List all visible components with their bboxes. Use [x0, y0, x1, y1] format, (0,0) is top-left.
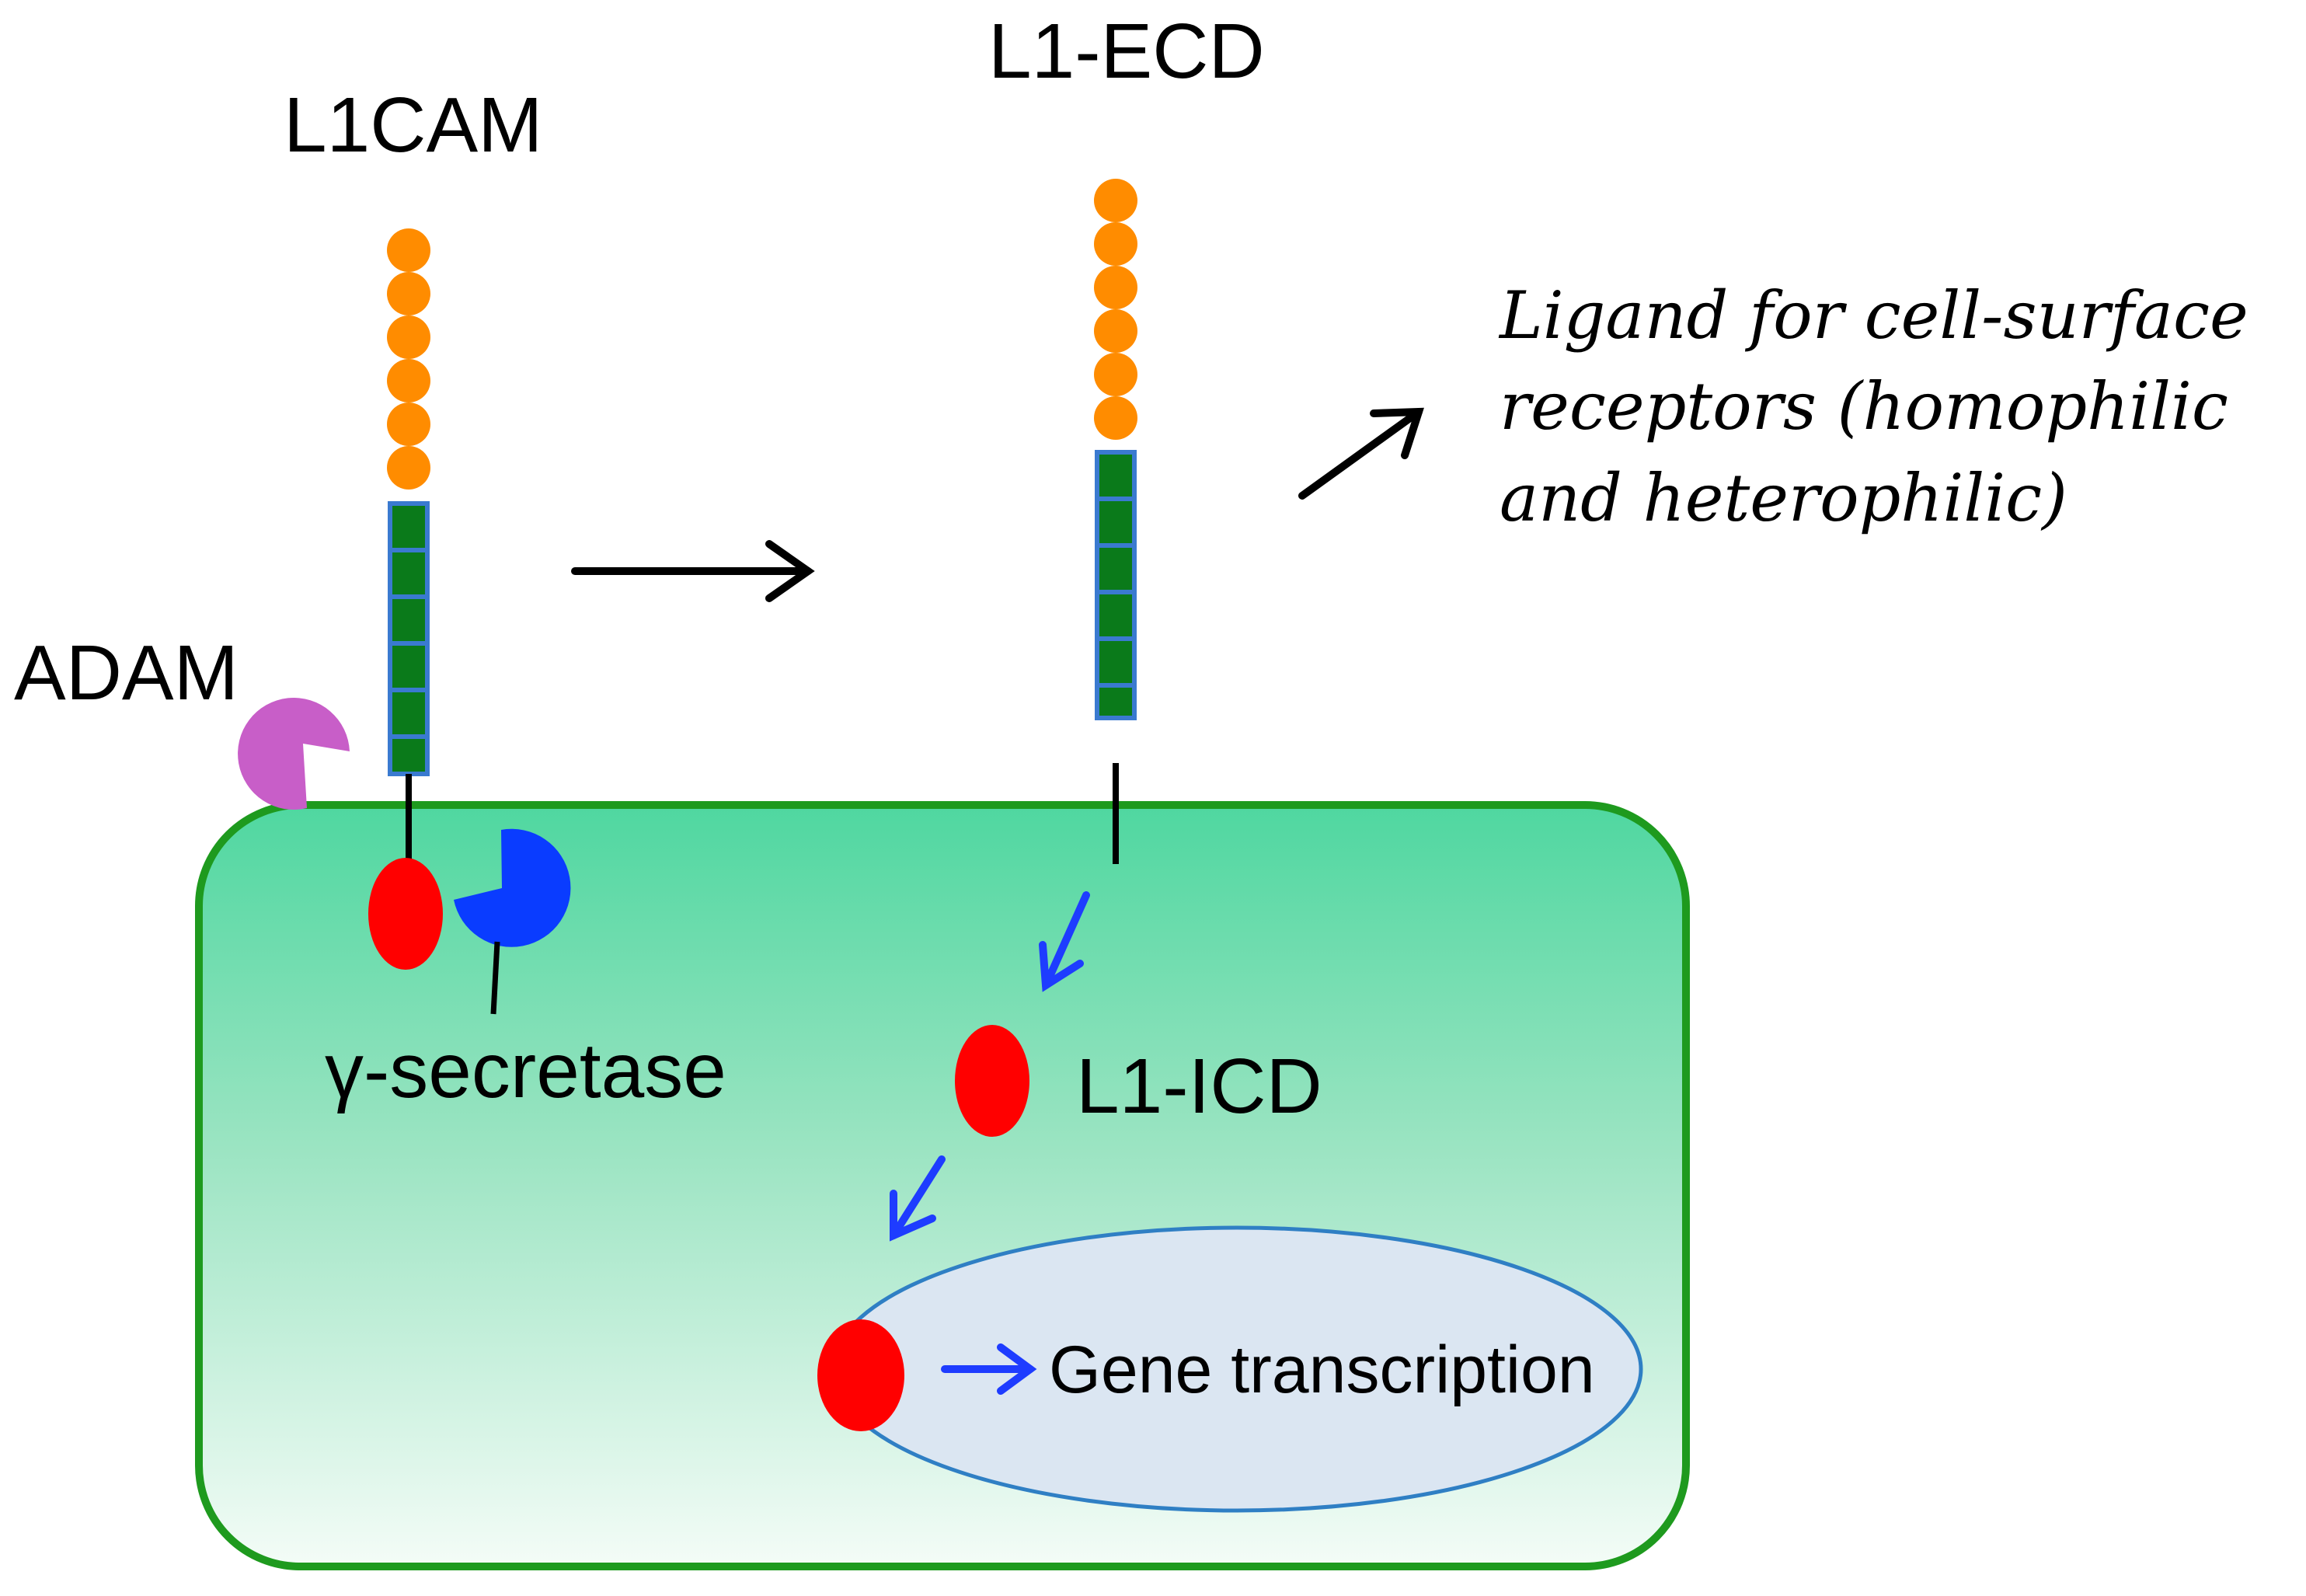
adam-icon [238, 698, 350, 810]
transcription-arrow [941, 1343, 1037, 1395]
release-arrow [1039, 891, 1090, 992]
l1-icd-label: L1-ICD [1076, 1043, 1322, 1130]
l1-ecd-fn-domains [1095, 450, 1137, 720]
fn-domain [1095, 683, 1137, 720]
adam-label: ADAM [14, 629, 239, 716]
nuclear-import-arrow [890, 1155, 946, 1242]
gene-transcription-label: Gene transcription [1049, 1333, 1595, 1407]
fn-domain [1095, 590, 1137, 641]
fn-domain [1095, 497, 1137, 548]
ligand-text-line-3: and heterophilic) [1500, 460, 2067, 536]
nuclear-icd [817, 1319, 904, 1431]
l1cam-icd [368, 858, 443, 970]
ig-domain [1094, 266, 1137, 309]
fn-domain [388, 501, 430, 552]
gamma-secretase-label: γ-secretase [325, 1027, 726, 1114]
ig-domain [1094, 179, 1137, 222]
ig-domain [1094, 353, 1137, 396]
fn-domain [388, 641, 430, 692]
l1cam-label: L1CAM [284, 82, 542, 169]
ig-domain [387, 272, 430, 315]
fn-domain [388, 548, 430, 599]
ig-domain [1094, 309, 1137, 353]
fn-domain [1095, 636, 1137, 688]
ligand-text-line-1: Ligand for cell-surface [1498, 277, 2249, 354]
gamma-secretase-icon [454, 828, 571, 947]
l1-ecd-ig-domains [1094, 179, 1137, 440]
ig-domain [387, 446, 430, 490]
ig-domain [387, 402, 430, 446]
fn-domain [388, 688, 430, 739]
fn-domain [388, 734, 430, 776]
ig-domain [387, 359, 430, 402]
ig-domain [1094, 396, 1137, 440]
fn-domain [1095, 450, 1137, 501]
ligand-text-line-2: receptors (homophilic [1500, 368, 2228, 444]
ig-domain [1094, 222, 1137, 266]
cleavage-arrow [571, 540, 815, 602]
l1-ecd-label: L1-ECD [988, 8, 1265, 95]
l1cam-fn-domains [388, 501, 430, 776]
fn-domain [1095, 543, 1137, 594]
ig-domain [387, 315, 430, 359]
ig-domain [387, 228, 430, 272]
gamma-secretase-stalk [490, 941, 500, 1015]
ligand-arrow [1298, 407, 1424, 500]
fn-domain [388, 594, 430, 646]
l1-icd [955, 1025, 1029, 1137]
l1cam-ig-domains [387, 228, 430, 490]
